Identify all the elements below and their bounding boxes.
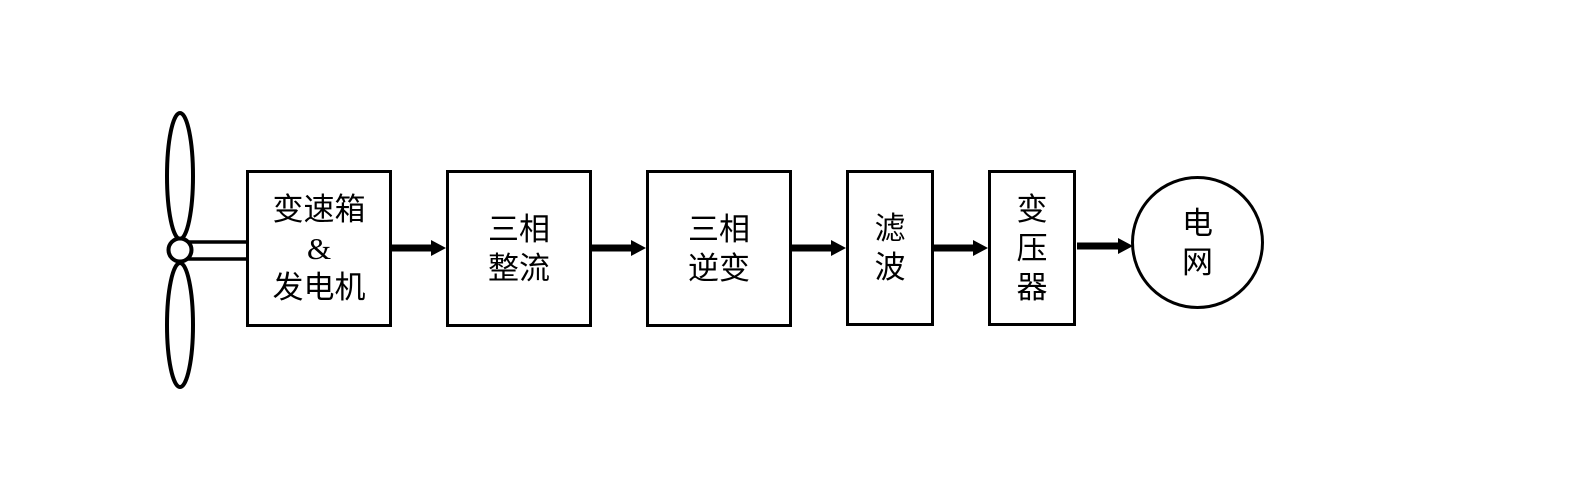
node-label-line: 器 <box>1016 269 1048 305</box>
node-label-line: 三相 <box>488 211 550 247</box>
flow-arrows <box>392 238 1133 256</box>
turbine-blade-top <box>165 111 195 241</box>
turbine-shaft <box>184 240 250 261</box>
node-transformer: 变 压 器 <box>988 170 1076 326</box>
node-label-line: 波 <box>874 250 906 285</box>
node-label-line: & <box>306 231 332 266</box>
node-power-grid: 电 网 <box>1131 176 1264 309</box>
wind-turbine-icon <box>165 111 250 389</box>
node-label-line: 网 <box>1182 244 1213 280</box>
node-filter: 滤 波 <box>846 170 934 326</box>
flow-arrow-3 <box>791 240 846 256</box>
turbine-blade-bottom <box>165 261 195 389</box>
node-label-line: 发电机 <box>272 270 366 305</box>
node-three-phase-inverter: 三相 逆变 <box>646 170 792 327</box>
node-label-line: 滤 <box>874 211 906 246</box>
turbine-hub <box>166 236 194 264</box>
node-label-line: 变 <box>1016 191 1048 227</box>
node-label-line: 压 <box>1016 230 1048 266</box>
node-three-phase-rectifier: 三相 整流 <box>446 170 592 327</box>
node-label-line: 电 <box>1182 205 1213 241</box>
node-label-line: 整流 <box>488 250 550 286</box>
flow-arrow-1 <box>392 240 446 256</box>
flow-arrow-4 <box>934 240 988 256</box>
node-gearbox-generator: 变速箱 & 发电机 <box>246 170 392 327</box>
flow-arrow-5 <box>1077 238 1133 254</box>
flow-arrow-2 <box>591 240 646 256</box>
node-label-line: 变速箱 <box>272 192 366 227</box>
node-label-line: 三相 <box>688 211 750 247</box>
node-label-line: 逆变 <box>688 250 750 286</box>
